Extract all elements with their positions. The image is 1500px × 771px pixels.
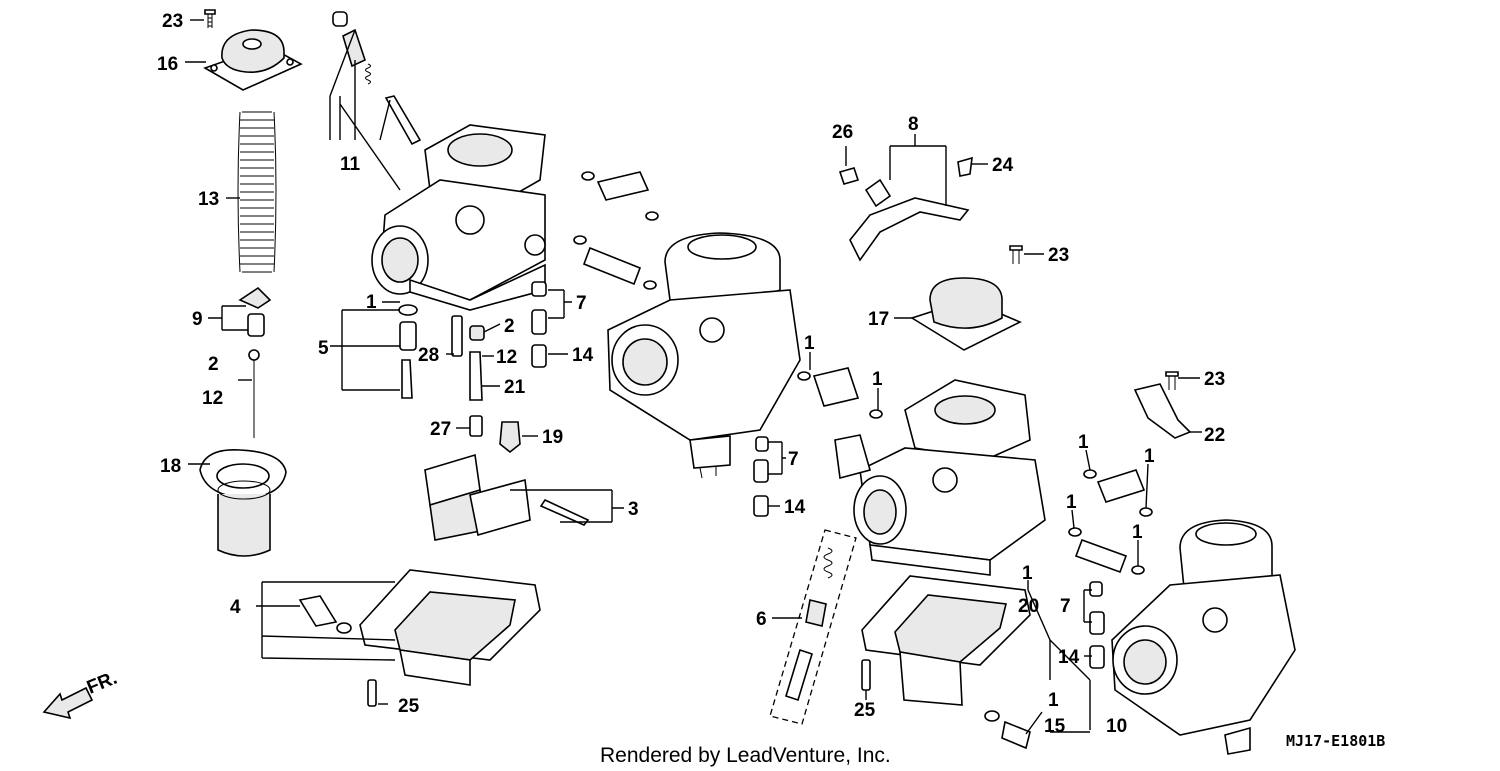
- callout-13: 13: [198, 189, 219, 210]
- callout-27: 27: [430, 419, 451, 440]
- front-direction-arrow-icon: FR.: [42, 668, 120, 720]
- carburetor-body-1-part: [371, 124, 546, 311]
- callout-14: 14: [784, 497, 806, 518]
- callout-25: 25: [398, 696, 420, 717]
- callout-19: 19: [542, 427, 563, 448]
- float-assembly-part: [424, 453, 590, 541]
- callout-17: 17: [868, 309, 889, 330]
- callout-1: 1: [872, 369, 883, 390]
- callout-14: 14: [572, 345, 594, 366]
- callout-1: 1: [804, 333, 815, 354]
- callout-2: 2: [504, 316, 515, 337]
- carburetor-body-3-part: [834, 379, 1046, 576]
- callout-16: 16: [157, 54, 178, 75]
- carburetor-top-cap-part: [203, 29, 303, 91]
- callout-8: 8: [908, 114, 919, 135]
- carburetor-body-2-part: [607, 232, 801, 479]
- diagram-code: MJ17-E1801B: [1286, 732, 1385, 750]
- throttle-stop-bracket-part: [838, 156, 973, 262]
- callout-11: 11: [340, 154, 361, 175]
- callout-28: 28: [418, 345, 439, 366]
- callout-24: 24: [992, 155, 1014, 176]
- callout-5: 5: [318, 338, 329, 359]
- callout-1: 1: [1066, 492, 1077, 513]
- callout-numbers: 23 16 13 9 2 12 18 11 1 5 28 2 12 21 27 …: [157, 11, 1225, 737]
- float-chamber-2-part: [861, 575, 1031, 750]
- callout-7: 7: [788, 449, 799, 470]
- callout-6: 6: [756, 609, 767, 630]
- callout-15: 15: [1044, 716, 1066, 737]
- callout-9: 9: [192, 309, 203, 330]
- callout-2: 2: [208, 354, 219, 375]
- callout-7: 7: [1060, 596, 1071, 617]
- callout-23: 23: [1204, 369, 1225, 390]
- callout-1: 1: [1078, 432, 1089, 453]
- credit-text: Rendered by LeadVenture, Inc.: [600, 744, 891, 767]
- callout-1: 1: [1132, 522, 1143, 543]
- callout-26: 26: [832, 122, 853, 143]
- callout-25: 25: [854, 700, 876, 721]
- callout-14: 14: [1058, 647, 1080, 668]
- callout-21: 21: [504, 377, 526, 398]
- center-springs-part: [753, 367, 883, 517]
- callout-1: 1: [1144, 446, 1155, 467]
- vacuum-piston-spring-part: [237, 111, 277, 273]
- top-cap-screw-part: [204, 9, 216, 28]
- callout-1: 1: [366, 292, 377, 313]
- callout-18: 18: [160, 456, 181, 477]
- right-fuel-joint-part: [1068, 469, 1153, 575]
- callout-23: 23: [1048, 245, 1069, 266]
- diaphragm-piston-part: [199, 449, 287, 557]
- callout-20: 20: [1018, 596, 1039, 617]
- callout-1: 1: [1022, 563, 1033, 584]
- callout-4: 4: [230, 597, 241, 618]
- jet-needle-holder-part: [238, 286, 272, 438]
- middle-small-parts: [398, 281, 547, 454]
- callout-1: 1: [1048, 690, 1059, 711]
- callout-10: 10: [1106, 716, 1127, 737]
- callout-12: 12: [496, 347, 517, 368]
- fuel-joint-pipes-part: [573, 171, 659, 290]
- carburetor-top-cap-2-part: [910, 245, 1023, 351]
- callout-7: 7: [576, 293, 587, 314]
- callout-22: 22: [1204, 425, 1225, 446]
- callout-3: 3: [628, 499, 639, 520]
- synchronization-screw-kit-part: [769, 529, 857, 725]
- throttle-link-bracket-part: [1133, 371, 1192, 439]
- carburetor-body-4-part: [1089, 519, 1296, 755]
- float-chamber-1-part: [298, 569, 541, 707]
- leader-lines: [185, 19, 1202, 735]
- callout-23: 23: [162, 11, 183, 32]
- callout-12: 12: [202, 388, 223, 409]
- front-direction-label: FR.: [84, 668, 120, 699]
- pilot-screw-set-part: [332, 11, 422, 146]
